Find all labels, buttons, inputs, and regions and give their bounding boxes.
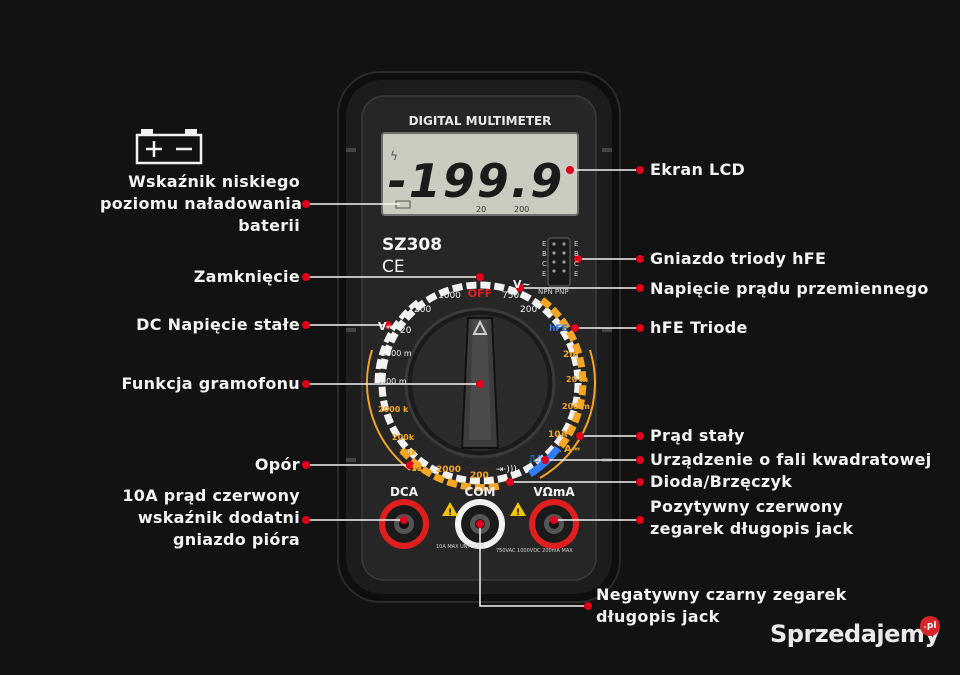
watermark-tld: .pl bbox=[920, 616, 940, 636]
hfe-right-c: C bbox=[574, 260, 579, 268]
dial-ohm-20k: 20k bbox=[400, 448, 417, 457]
watermark-brand: Sprzedajemy bbox=[770, 620, 940, 648]
device-text: DIGITAL MULTIMETER -199.9 20 200 SZ308 C… bbox=[378, 114, 590, 554]
callout-battery: Wskaźnik niskiego poziomu naładowania ba… bbox=[100, 171, 303, 237]
hfe-left-c: C bbox=[542, 260, 547, 268]
dial-dcv-200m: 200 m bbox=[381, 377, 407, 386]
dial-dca-200m: 200 m bbox=[562, 402, 590, 411]
callout-ten-a-line2: wskaźnik dodatni bbox=[137, 508, 300, 527]
hfe-left-e2: E bbox=[542, 270, 546, 278]
dial-diode-buzzer: ⇥·))) bbox=[496, 465, 517, 475]
hfe-right-e1: E bbox=[574, 240, 578, 248]
dial-dcv-200: 200 bbox=[414, 305, 431, 315]
dial-square-wave: ⎍⎍ bbox=[528, 454, 544, 465]
dial-dca-2m: 2m bbox=[563, 350, 579, 360]
callout-hfe-triode: hFE Triode bbox=[650, 318, 748, 337]
dial-vac-200: 200 bbox=[520, 305, 537, 315]
dial-dca-10a: 10A bbox=[548, 430, 568, 440]
brand-label: DIGITAL MULTIMETER bbox=[409, 114, 552, 128]
jack-label-vohm: VΩmA bbox=[533, 485, 575, 499]
callout-square-wave: Urządzenie o fali kwadratowej bbox=[650, 450, 932, 469]
rotary-dial[interactable] bbox=[404, 307, 556, 459]
dial-ohm-200: 200 bbox=[470, 471, 489, 481]
svg-text:!: ! bbox=[448, 508, 452, 518]
lcd-value: -199.9 bbox=[388, 154, 565, 208]
lcd-screen: ϟ bbox=[381, 132, 579, 216]
callout-negative: Negatywny czarny zegarek długopis jack bbox=[596, 584, 847, 628]
jack-label-dca: DCA bbox=[390, 485, 419, 499]
callout-positive-line2: zegarek długopis jack bbox=[650, 519, 854, 538]
callout-ac-voltage: Napięcie prądu przemiennego bbox=[650, 279, 929, 298]
callout-battery-line3: baterii bbox=[238, 216, 300, 235]
callout-close: Zamknięcie bbox=[193, 267, 300, 286]
callout-positive-line1: Pozytywny czerwony bbox=[650, 497, 844, 516]
dial-hfe: hFE bbox=[549, 324, 568, 334]
callout-lines bbox=[306, 169, 640, 607]
callout-ten-a-line3: gniazdo pióra bbox=[173, 530, 300, 549]
hfe-left-e1: E bbox=[542, 240, 546, 248]
dial-ohm-200k: 200k bbox=[392, 433, 415, 442]
dial-dca-symbol: A⎓ bbox=[564, 444, 580, 455]
dial-vac-750: 750 bbox=[502, 291, 519, 301]
callout-hfe-socket: Gniazdo triody hFE bbox=[650, 249, 827, 268]
dial-dcv-symbol: V⎓ bbox=[378, 320, 396, 333]
model-label: SZ308 bbox=[382, 235, 442, 255]
dial-dcv-1000: 1000 bbox=[438, 291, 461, 301]
callout-negative-line2: długopis jack bbox=[596, 607, 720, 626]
dial-ohm-symbol: Ω bbox=[412, 460, 422, 474]
lcd-scale-20: 20 bbox=[476, 205, 486, 214]
jack-fuse-right: 750VAC 1000VDC 200mA MAX bbox=[496, 548, 573, 554]
callout-battery-line2: poziomu naładowania bbox=[100, 194, 303, 213]
watermark: Sprzedajemy .pl bbox=[770, 616, 940, 648]
jack-fuse-left: 10A MAX UNFUSED bbox=[436, 544, 484, 550]
hfe-socket bbox=[547, 237, 571, 287]
callout-resistance: Opór bbox=[254, 455, 300, 474]
callout-positive: Pozytywny czerwony zegarek długopis jack bbox=[650, 496, 853, 540]
jack-label-com: COM bbox=[465, 485, 496, 499]
hfe-left-b: B bbox=[542, 250, 547, 258]
hfe-types: NPN PNP bbox=[538, 288, 569, 296]
hfe-right-b: B bbox=[574, 250, 579, 258]
ce-mark: CE bbox=[382, 257, 405, 277]
callout-dc-voltage: DC Napięcie stałe bbox=[136, 315, 300, 334]
hfe-right-e2: E bbox=[574, 270, 578, 278]
warning-triangle-icon: ! ! bbox=[442, 502, 526, 518]
callout-diode: Dioda/Brzęczyk bbox=[650, 472, 793, 491]
dial-dcv-20: 20 bbox=[400, 326, 412, 336]
svg-text:!: ! bbox=[516, 508, 520, 518]
callout-dc-current: Prąd stały bbox=[650, 426, 745, 445]
dial-ohm-2000k: 2000 k bbox=[378, 405, 409, 414]
callout-lcd: Ekran LCD bbox=[650, 160, 746, 179]
dial-dca-20m: 20 m bbox=[566, 375, 588, 384]
dial-dcv-2000m: 2000 m bbox=[381, 349, 412, 358]
callout-negative-line1: Negatywny czarny zegarek bbox=[596, 585, 847, 604]
callout-dial: Funkcja gramofonu bbox=[121, 374, 300, 393]
svg-text:ϟ: ϟ bbox=[390, 149, 398, 163]
dial-vac-symbol: V~ bbox=[513, 278, 531, 291]
battery-icon bbox=[135, 129, 203, 165]
callout-ten-a-line1: 10A prąd czerwony bbox=[122, 486, 300, 505]
callout-battery-line1: Wskaźnik niskiego bbox=[128, 172, 300, 191]
dial-off: OFF bbox=[468, 287, 492, 300]
callout-dots bbox=[302, 166, 644, 610]
dial-ohm-2000: 2000 bbox=[436, 465, 461, 475]
lcd-scale-200: 200 bbox=[514, 205, 529, 214]
callout-ten-a: 10A prąd czerwony wskaźnik dodatni gniaz… bbox=[100, 485, 300, 551]
